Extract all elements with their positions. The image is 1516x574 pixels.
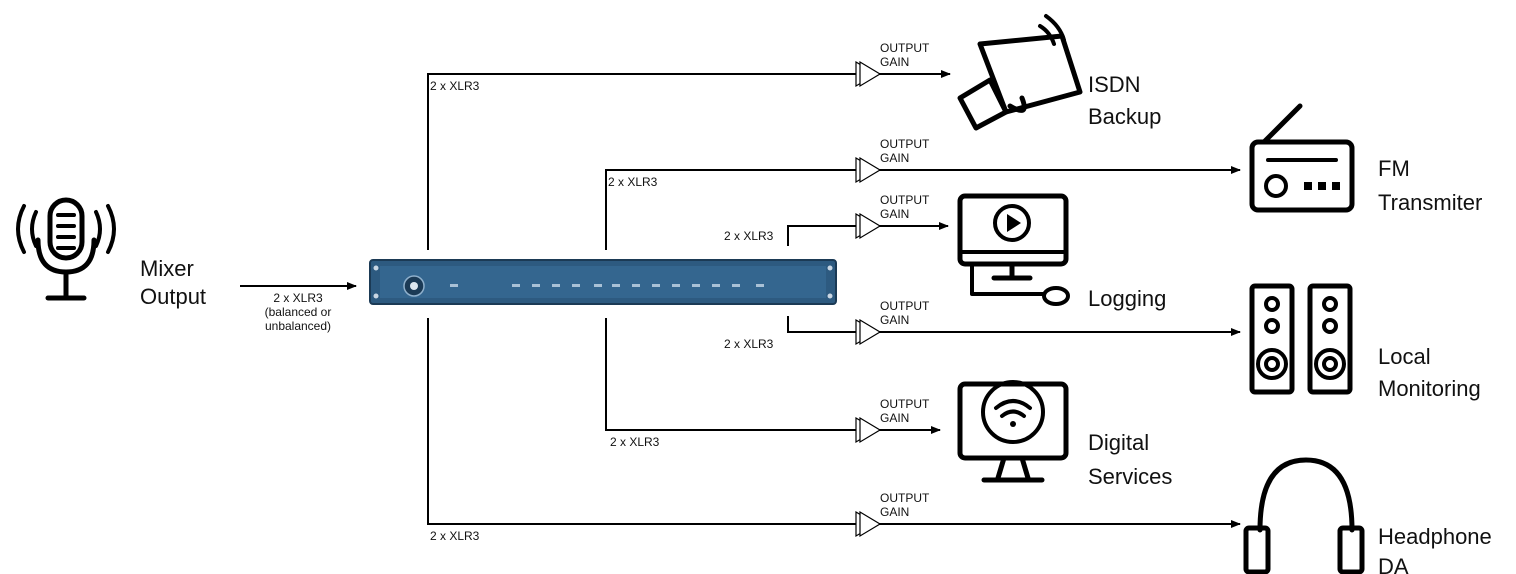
gain-label-headphone-line1: OUTPUT (880, 491, 930, 505)
cable-label-logging: 2 x XLR3 (724, 229, 774, 243)
gain-label-headphone-line2: GAIN (880, 505, 909, 519)
microphone-icon (16, 197, 116, 301)
gain-amp-headphone (855, 510, 882, 538)
wifi-monitor-icon (957, 380, 1069, 483)
gain-amp-local (855, 318, 882, 346)
gain-label-fm-line1: OUTPUT (880, 137, 930, 151)
cable-label-fm: 2 x XLR3 (608, 175, 658, 189)
wire-logging (787, 222, 949, 246)
megaphone-icon (957, 14, 1083, 131)
dest-headphone-line2: DA (1378, 554, 1409, 574)
gain-label-digital-line2: GAIN (880, 411, 909, 425)
dest-headphone-line1: Headphone (1378, 524, 1492, 549)
gain-label-local-line2: GAIN (880, 313, 909, 327)
headphones-icon (1243, 457, 1365, 574)
gain-amp-logging (855, 212, 882, 240)
wire-digital (605, 318, 941, 434)
gain-label-logging-line1: OUTPUT (880, 193, 930, 207)
gain-amp-fm (855, 156, 882, 184)
cable-label-digital: 2 x XLR3 (610, 435, 660, 449)
dest-digital-line2: Services (1088, 464, 1172, 489)
dest-fm-line2: Transmiter (1378, 190, 1482, 215)
wire-fm (605, 166, 1241, 250)
dest-digital-line1: Digital (1088, 430, 1149, 455)
gain-label-digital-line1: OUTPUT (880, 397, 930, 411)
dest-local-line2: Monitoring (1378, 376, 1481, 401)
gain-label-isdn-line2: GAIN (880, 55, 909, 69)
source-label-line2: Output (140, 284, 206, 309)
cable-label-headphone: 2 x XLR3 (430, 529, 480, 543)
wire-local (787, 316, 1241, 336)
dest-isdn-line2: Backup (1088, 104, 1161, 129)
computer-icon (957, 193, 1070, 306)
wire-isdn (427, 70, 951, 250)
wire-headphone (427, 318, 1241, 528)
speakers-icon (1249, 283, 1353, 395)
gain-amp-digital (855, 416, 882, 444)
input-cable-line2: (balanced or (265, 305, 332, 319)
gain-label-fm-line2: GAIN (880, 151, 909, 165)
cable-label-isdn: 2 x XLR3 (430, 79, 480, 93)
input-cable-line3: unbalanced) (265, 319, 331, 333)
dest-local-line1: Local (1378, 344, 1431, 369)
gain-label-logging-line2: GAIN (880, 207, 909, 221)
gain-amp-isdn (855, 60, 882, 88)
rack-unit (369, 259, 837, 305)
dest-fm-line1: FM (1378, 156, 1410, 181)
gain-label-local-line1: OUTPUT (880, 299, 930, 313)
gain-label-isdn-line1: OUTPUT (880, 41, 930, 55)
source-label-line1: Mixer (140, 256, 194, 281)
radio-icon (1249, 103, 1355, 213)
dest-isdn-line1: ISDN (1088, 72, 1141, 97)
cable-label-local: 2 x XLR3 (724, 337, 774, 351)
dest-logging-line1: Logging (1088, 286, 1166, 311)
input-cable-line1: 2 x XLR3 (273, 291, 323, 305)
